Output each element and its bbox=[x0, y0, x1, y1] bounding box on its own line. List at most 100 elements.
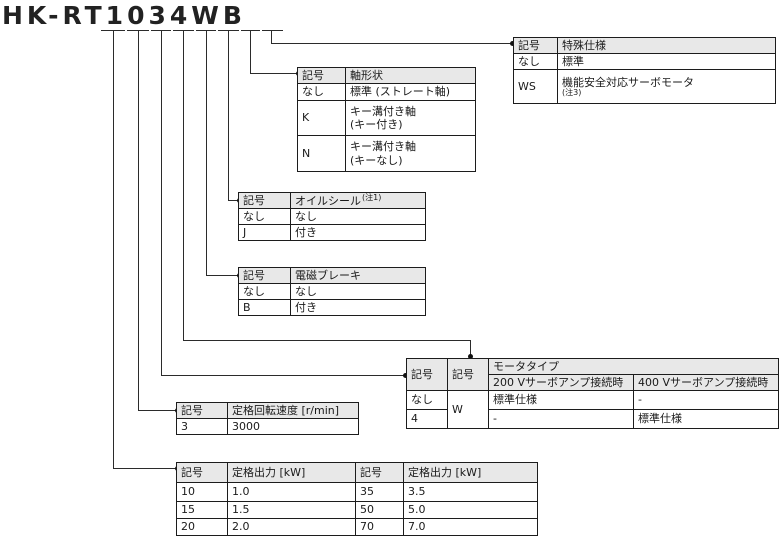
table-row: B 付き bbox=[238, 299, 426, 316]
table-row: WS 機能安全対応サーボモータ (注3) bbox=[513, 69, 776, 104]
motortype-code-cell: 4 bbox=[406, 409, 448, 429]
connector-voltage-horizontal bbox=[161, 375, 405, 376]
shaft-shape-table: 記号 軸形状 なし 標準 (ストレート軸) K キー溝付き軸 (キー付き) N … bbox=[297, 67, 476, 172]
special-code-cell: WS bbox=[513, 69, 558, 104]
connector-oilseal-vertical bbox=[228, 30, 229, 200]
output-code-cell: 15 bbox=[176, 501, 228, 519]
motortype-symbol2-header: 記号 bbox=[447, 358, 489, 391]
table-row: 3 3000 bbox=[176, 418, 359, 435]
output-value-cell: 1.0 bbox=[227, 482, 356, 502]
shaft-desc-line1: キー溝付き軸 bbox=[350, 104, 416, 118]
shaft-desc-line2: (キーなし) bbox=[350, 153, 403, 167]
connector-speed-vertical bbox=[138, 30, 139, 410]
special-symbol-header: 記号 bbox=[513, 37, 558, 54]
connector-brake-vertical bbox=[206, 30, 207, 275]
shaft-title-header: 軸形状 bbox=[345, 67, 476, 84]
oilseal-desc-cell: なし bbox=[290, 208, 426, 225]
speed-code-cell: 3 bbox=[176, 418, 228, 435]
table-row: 15 1.5 50 5.0 bbox=[176, 501, 538, 519]
special-desc-cell: 標準 bbox=[557, 53, 776, 70]
special-desc-note: (注3) bbox=[562, 87, 582, 97]
connector-motortype-dot bbox=[468, 354, 473, 359]
table-row: 4 - 標準仕様 bbox=[406, 409, 779, 429]
connector-special-horizontal bbox=[271, 43, 512, 44]
connector-brake-horizontal bbox=[206, 275, 239, 276]
brake-desc-cell: なし bbox=[290, 283, 426, 300]
table-row: 10 1.0 35 3.5 bbox=[176, 482, 538, 502]
table-row: N キー溝付き軸 (キーなし) bbox=[297, 135, 476, 172]
output-code-cell: 50 bbox=[355, 501, 404, 519]
underline-segment-special bbox=[262, 30, 283, 31]
rated-output-table: 記号 定格出力 [kW] 記号 定格出力 [kW] 10 1.0 35 3.5 … bbox=[176, 462, 538, 536]
special-desc-text: 機能安全対応サーボモータ bbox=[562, 75, 694, 89]
oilseal-title-text: オイルシール bbox=[295, 194, 361, 208]
connector-motortype-vertical bbox=[183, 30, 184, 340]
oilseal-title-note: (注1) bbox=[362, 193, 382, 203]
connector-voltage-dot bbox=[403, 373, 408, 378]
output-code-cell: 35 bbox=[355, 482, 404, 502]
output-value-cell: 3.5 bbox=[403, 482, 538, 502]
shaft-desc-line2: (キー付き) bbox=[350, 118, 403, 131]
motortype-title-header: モータタイプ bbox=[488, 358, 779, 375]
oilseal-title-header: オイルシール(注1) bbox=[290, 192, 426, 209]
special-spec-table: 記号 特殊仕様 なし 標準 WS 機能安全対応サーボモータ (注3) bbox=[513, 37, 776, 104]
table-row: 20 2.0 70 7.0 bbox=[176, 518, 538, 536]
shaft-symbol-header: 記号 bbox=[297, 67, 346, 84]
brake-code-cell: B bbox=[238, 299, 291, 316]
output-symbol1-header: 記号 bbox=[176, 462, 228, 483]
brake-symbol-header: 記号 bbox=[238, 267, 291, 284]
oilseal-code-cell: なし bbox=[238, 208, 291, 225]
table-row: なし 標準 (ストレート軸) bbox=[297, 83, 476, 101]
table-row: なし W 標準仕様 - bbox=[406, 390, 779, 429]
output-code-cell: 20 bbox=[176, 518, 228, 536]
motortype-200v-cell: - bbox=[488, 409, 634, 429]
special-code-cell: なし bbox=[513, 53, 558, 70]
connector-speed-horizontal bbox=[138, 410, 177, 411]
brake-title-header: 電磁ブレーキ bbox=[290, 267, 426, 284]
special-title-header: 特殊仕様 bbox=[557, 37, 776, 54]
shaft-desc-line1: キー溝付き軸 bbox=[350, 140, 416, 154]
rated-speed-table: 記号 定格回転速度 [r/min] 3 3000 bbox=[176, 402, 359, 435]
output-value-cell: 1.5 bbox=[227, 501, 356, 519]
output-value-cell: 5.0 bbox=[403, 501, 538, 519]
table-row: なし なし bbox=[238, 208, 426, 225]
oilseal-code-cell: J bbox=[238, 224, 291, 241]
brake-desc-cell: 付き bbox=[290, 299, 426, 316]
shaft-code-cell: N bbox=[297, 135, 346, 172]
motortype-400v-header: 400 Vサーボアンプ接続時 bbox=[633, 374, 779, 391]
motortype-code-cell: なし bbox=[406, 390, 448, 410]
connector-output-vertical bbox=[113, 30, 114, 468]
motortype-200v-header: 200 Vサーボアンプ接続時 bbox=[488, 374, 634, 391]
special-desc-cell: 機能安全対応サーボモータ (注3) bbox=[557, 69, 776, 104]
output-title1-header: 定格出力 [kW] bbox=[227, 462, 356, 483]
connector-output-horizontal bbox=[113, 468, 177, 469]
motortype-200v-cell: 標準仕様 bbox=[488, 390, 634, 410]
output-value-cell: 2.0 bbox=[227, 518, 356, 536]
oil-seal-table: 記号 オイルシール(注1) なし なし J 付き bbox=[238, 192, 426, 241]
brake-code-cell: なし bbox=[238, 283, 291, 300]
table-row: なし なし bbox=[238, 283, 426, 300]
oilseal-symbol-header: 記号 bbox=[238, 192, 291, 209]
speed-symbol-header: 記号 bbox=[176, 402, 228, 419]
model-number-title: HK-RT1034WB bbox=[2, 1, 246, 30]
output-symbol2-header: 記号 bbox=[355, 462, 404, 483]
connector-oilseal-horizontal bbox=[228, 200, 239, 201]
connector-motortype-drop bbox=[470, 340, 471, 356]
oilseal-desc-cell: 付き bbox=[290, 224, 426, 241]
table-row: J 付き bbox=[238, 224, 426, 241]
motor-type-table: 記号 記号 モータタイプ 200 Vサーボアンプ接続時 400 Vサーボアンプ接… bbox=[406, 358, 779, 429]
brake-table: 記号 電磁ブレーキ なし なし B 付き bbox=[238, 267, 426, 316]
shaft-desc-cell: キー溝付き軸 (キー付き) bbox=[345, 100, 476, 136]
connector-shaft-vertical bbox=[250, 30, 251, 73]
table-row: K キー溝付き軸 (キー付き) bbox=[297, 100, 476, 136]
speed-title-header: 定格回転速度 [r/min] bbox=[227, 402, 359, 419]
connector-special-vertical bbox=[271, 30, 272, 43]
output-title2-header: 定格出力 [kW] bbox=[403, 462, 538, 483]
table-row: なし 標準 bbox=[513, 53, 776, 70]
connector-special-dot bbox=[510, 41, 515, 46]
speed-value-cell: 3000 bbox=[227, 418, 359, 435]
motortype-shared-code-cell: W bbox=[447, 390, 489, 429]
connector-motortype-horizontal bbox=[183, 340, 471, 341]
shaft-desc-cell: 標準 (ストレート軸) bbox=[345, 83, 476, 101]
